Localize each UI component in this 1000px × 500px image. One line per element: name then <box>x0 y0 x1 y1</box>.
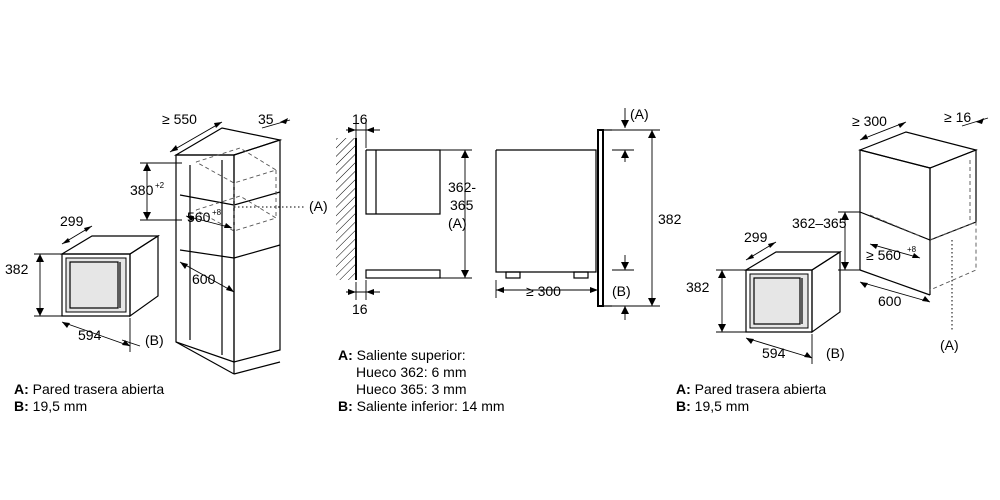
right-side-label: ≥ 16 <box>944 109 971 125</box>
legend-center-b: B: Saliente inferior: 14 mm <box>338 398 505 415</box>
legend-key: B: <box>676 398 691 414</box>
appliance-door-edge <box>597 129 604 307</box>
appliance-window <box>65 257 127 313</box>
left-side-label: 35 <box>258 111 274 127</box>
legend-right-a: A: Pared trasera abierta <box>676 381 826 398</box>
legend-center: A: Saliente superior: Hueco 362: 6 mm Hu… <box>338 347 505 415</box>
left-appliance-width-label: 594 <box>78 327 102 343</box>
right-appliance-height-label: 382 <box>686 279 710 295</box>
legend-left-a: A: Pared trasera abierta <box>14 381 164 398</box>
left-width-gap-label: 560 <box>187 209 211 225</box>
right-appliance-width-label: 594 <box>762 345 786 361</box>
right-gap-height-label: 362–365 <box>792 215 847 231</box>
legend-text: Pared trasera abierta <box>28 381 165 397</box>
right-ref-a-label: (A) <box>940 337 959 353</box>
left-ref-a-label: (A) <box>309 198 328 214</box>
legend-left: A: Pared trasera abierta B: 19,5 mm <box>14 381 164 415</box>
legend-text: Saliente superior: <box>352 347 466 363</box>
right-width-gap-tolerance: +8 <box>907 245 917 254</box>
right-width-gap-label: ≥ 560 <box>866 247 901 263</box>
left-inner-depth-label: 600 <box>192 271 216 287</box>
legend-right-b: B: 19,5 mm <box>676 398 826 415</box>
right-depth-label: ≥ 300 <box>852 113 887 129</box>
left-height-gap-tolerance: +2 <box>155 181 165 190</box>
left-appliance-height-label: 382 <box>5 261 29 277</box>
legend-text: 19,5 mm <box>690 398 750 414</box>
legend-key: A: <box>14 381 29 397</box>
legend-right: A: Pared trasera abierta B: 19,5 mm <box>676 381 826 415</box>
wall-hatch <box>336 138 356 280</box>
center-gap-height-line1: 362- <box>448 179 476 195</box>
left-appliance-drawing: 299 382 594 (B) <box>5 213 164 352</box>
legend-text: Saliente inferior: 14 mm <box>352 398 505 414</box>
legend-key: B: <box>14 398 29 414</box>
center-ref-b-label: (B) <box>612 283 631 299</box>
legend-center-a-line2: Hueco 362: 6 mm <box>356 364 467 380</box>
center-section-drawing: 16 16 362- 365 (A) ≥ 300 (A) (B) 382 <box>336 106 682 320</box>
center-ref-a-label: (A) <box>630 106 649 122</box>
legend-text: Pared trasera abierta <box>690 381 827 397</box>
right-appliance-drawing: 299 382 594 (B) <box>686 229 845 364</box>
legend-left-b: B: 19,5 mm <box>14 398 164 415</box>
right-appliance-depth-label: 299 <box>744 229 768 245</box>
cabinet-front-left <box>175 154 235 363</box>
legend-key: A: <box>676 381 691 397</box>
right-wall-cabinet-drawing: ≥ 300 ≥ 16 362–365 ≥ 560 +8 600 (A) <box>792 109 989 353</box>
left-height-gap-label: 380 <box>130 182 154 198</box>
center-top-panel-label: 16 <box>352 111 368 127</box>
left-width-gap-tolerance: +8 <box>212 208 222 217</box>
center-depth-label: ≥ 300 <box>526 283 561 299</box>
legend-key: B: <box>338 398 353 414</box>
left-ref-b-label: (B) <box>145 332 164 348</box>
center-gap-height-line2: 365 <box>450 197 474 213</box>
legend-key: A: <box>338 347 353 363</box>
left-depth-label: ≥ 550 <box>162 111 197 127</box>
legend-center-a-line3: Hueco 365: 3 mm <box>356 381 467 397</box>
cabinet-top <box>173 127 283 156</box>
legend-text: 19,5 mm <box>28 398 88 414</box>
left-tall-cabinet-drawing: ≥ 550 35 380 +2 560 +8 (A) 600 <box>130 111 328 375</box>
cabinet-front <box>859 149 931 241</box>
center-bottom-panel-label: 16 <box>352 301 368 317</box>
right-inner-depth-label: 600 <box>878 293 902 309</box>
legend-center-a: A: Saliente superior: <box>338 347 505 364</box>
center-height-label: 382 <box>658 211 682 227</box>
right-ref-b-label: (B) <box>826 345 845 361</box>
center-gap-height-ref: (A) <box>448 215 467 231</box>
left-appliance-depth-label: 299 <box>60 213 84 229</box>
